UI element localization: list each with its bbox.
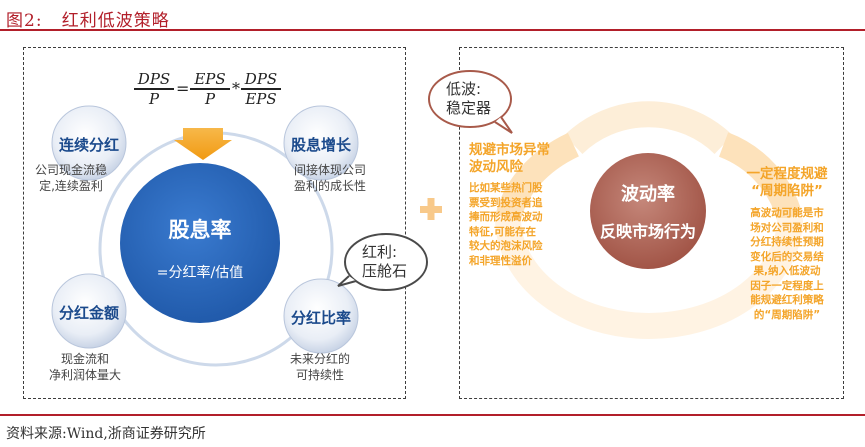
formula-lhs-den: P — [148, 89, 160, 108]
node-circle-top-right — [283, 105, 359, 181]
orange-body-line: 果,纳入低波动 — [753, 265, 821, 277]
note-line: 可持续性 — [295, 368, 344, 382]
formula-times: * — [232, 79, 240, 98]
formula-mid-num: EPS — [194, 70, 226, 88]
note-dividend-amount: 现金流和 净利润体量大 — [40, 351, 130, 383]
note-line: 未来分红的 — [289, 352, 350, 366]
note-line: 间接体现公司 — [293, 163, 366, 177]
orange-body-line: 和非理性溢价 — [469, 254, 532, 267]
orange-body-line: 比如某些热门股 — [469, 182, 543, 194]
avoid-abnormal-vol-text: 规避市场异常 波动风险 比如某些热门股 票受到投资者追 捧而形成高波动 特征,可… — [469, 142, 550, 268]
formula-rhs-num: DPS — [244, 70, 278, 88]
node-circle-bottom-left — [51, 273, 127, 349]
formula-equals: = — [176, 79, 190, 98]
orange-body-line: 较大的泡沫风险 — [469, 240, 543, 252]
volatility-ring-right — [718, 132, 803, 222]
orange-body-line: 票受到投资者追 — [469, 196, 543, 209]
note-continuous-dividend: 公司现金流稳 定,连续盈利 — [26, 162, 116, 194]
orange-body-line: 变化后的交易结 — [750, 250, 824, 263]
footer-rule — [0, 414, 865, 416]
volatility-circle — [590, 153, 706, 269]
bubble-line: 稳定器 — [446, 99, 492, 117]
orange-body-line: 高波动可能是市 — [750, 207, 824, 219]
note-line: 公司现金流稳 — [34, 163, 107, 177]
figure-title: 图2: 红利低波策略 — [6, 11, 170, 31]
note-line: 现金流和 — [60, 352, 109, 366]
orange-body-line: 的“周期陷阱” — [753, 308, 821, 321]
bubble-line: 压舱石 — [362, 262, 408, 280]
orange-head-line: “周期陷阱” — [751, 183, 823, 199]
left-panel — [23, 47, 406, 399]
note-line: 净利润体量大 — [48, 368, 121, 382]
dividend-bubble-text: 红利: 压舱石 — [362, 243, 407, 281]
plus-icon — [420, 198, 442, 220]
formula-lhs-num: DPS — [137, 70, 171, 88]
formula-mid-den: P — [204, 89, 216, 108]
note-payout-ratio: 未来分红的 可持续性 — [275, 351, 365, 383]
formula-rhs-den: EPS — [245, 89, 277, 108]
formula-lhs: DPS P — [134, 70, 174, 108]
volatility-ring-left — [495, 132, 580, 222]
note-dividend-growth: 间接体现公司 盈利的成长性 — [282, 162, 378, 194]
volatility-ring-bottom — [495, 217, 803, 339]
orange-body-line: 分红持续性预期 — [750, 236, 824, 248]
node-label-continuous-dividend: 连续分红 — [58, 136, 119, 154]
low-vol-bubble — [428, 70, 512, 128]
node-label-dividend-growth: 股息增长 — [290, 136, 351, 154]
node-label-dividend-amount: 分红金额 — [58, 304, 119, 322]
note-line: 定,连续盈利 — [39, 179, 103, 193]
formula-mid: EPS P — [190, 70, 230, 108]
low-vol-bubble-text: 低波: 稳定器 — [446, 80, 491, 118]
volatility-subtitle: 反映市场行为 — [599, 222, 696, 241]
bubble-line: 红利: — [362, 243, 398, 261]
node-circle-bottom-right — [283, 278, 359, 354]
orange-body-line: 场对公司盈利和 — [750, 221, 824, 234]
orange-body-line: 捧而形成高波动 — [469, 211, 543, 223]
down-arrow-icon — [174, 128, 232, 160]
orange-head-line: 规避市场异常 — [469, 142, 550, 158]
volatility-title: 波动率 — [621, 184, 675, 205]
formula-lhs-line — [134, 88, 174, 90]
orange-head-line: 波动风险 — [469, 159, 523, 175]
right-panel — [459, 47, 844, 399]
source-note: 资料来源:Wind,浙商证券研究所 — [6, 426, 206, 442]
dividend-bubble — [344, 233, 428, 291]
dividend-yield-title: 股息率 — [168, 218, 232, 242]
note-line: 盈利的成长性 — [293, 179, 366, 193]
formula-rhs-line — [241, 88, 281, 90]
dividend-bubble-tail — [337, 275, 357, 287]
orange-head-line: 一定程度规避 — [746, 166, 828, 182]
orange-body-line: 能规避红利策略 — [750, 294, 824, 306]
formula-rhs: DPS EPS — [241, 70, 281, 108]
volatility-ring-top — [564, 101, 733, 155]
node-label-payout-ratio: 分红比率 — [290, 309, 351, 327]
low-vol-bubble-tail — [494, 116, 513, 134]
orange-body-line: 因子一定程度上 — [750, 279, 824, 292]
dividend-yield-formula: =分红率/估值 — [156, 265, 244, 281]
cycle-trap-text: 一定程度规避 “周期陷阱” 高波动可能是市 场对公司盈利和 分红持续性预期 变化… — [737, 166, 837, 322]
orange-body-line: 特征,可能存在 — [469, 225, 536, 238]
bubble-line: 低波: — [446, 80, 482, 98]
node-circle-top-left — [51, 105, 127, 181]
dividend-yield-circle — [120, 163, 280, 323]
title-rule — [0, 29, 865, 31]
formula-mid-line — [190, 88, 230, 90]
